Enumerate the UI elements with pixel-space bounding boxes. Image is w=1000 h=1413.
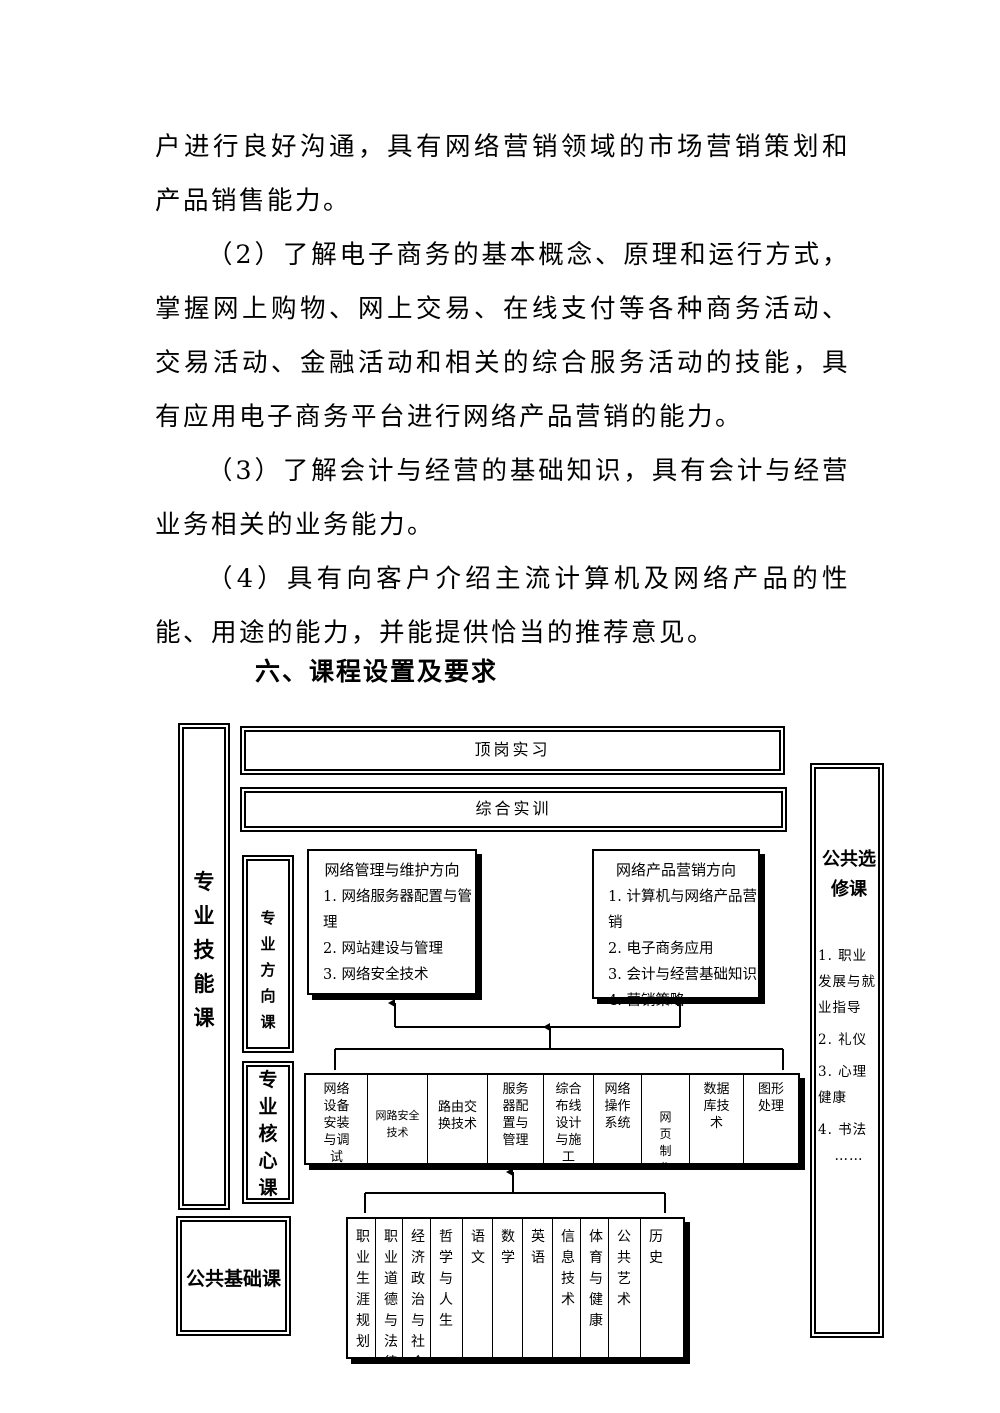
paragraph-continuation: 户进行良好沟通，具有网络营销领域的市场营销策划和产品销售能力。: [155, 132, 850, 216]
paragraph-item-3: （3）了解会计与经营的基础知识，具有会计与经营业务相关的业务能力。: [155, 456, 850, 540]
basic-courses-row: 职业生涯规划 职业道德与法律 经济政治与社会 哲学与人生 语文 数学 英语 信息…: [346, 1217, 685, 1359]
network-marketing-course: 3. 会计与经营基础知识: [608, 967, 757, 983]
core-course-cell: 网络操作系统: [594, 1075, 642, 1163]
comprehensive-training-label: 综合实训: [475, 799, 552, 818]
network-marketing-course: 1. 计算机与网络产品营销: [608, 889, 757, 931]
basic-course-cell: 公共艺术: [609, 1219, 641, 1357]
public-elective-title: 公共选修课: [822, 849, 876, 900]
paragraph-item-2: （2）了解电子商务的基本概念、原理和运行方式，掌握网上购物、网上交易、在线支付等…: [155, 240, 850, 432]
basic-course-cell: 历史: [649, 1229, 663, 1266]
core-course-cell: 综合布线设计与施工: [544, 1075, 594, 1163]
network-marketing-course: 2. 电子商务应用: [608, 941, 714, 957]
direction-courses-box: 专业方向课: [242, 855, 294, 1053]
core-course-cell: 网路安全技术: [368, 1075, 428, 1163]
professional-skills-label: 专业技能课: [193, 870, 215, 1030]
network-management-course: 1. 网络服务器配置与管理: [323, 889, 472, 931]
basic-course-cell: 语文: [463, 1219, 493, 1357]
basic-course-cell: 经济政治与社会: [403, 1219, 431, 1357]
core-course-cell: 网络设备安装与调试: [306, 1075, 368, 1163]
network-management-course: 2. 网站建设与管理: [323, 941, 443, 957]
basic-course-cell: 职业道德与法律: [376, 1219, 403, 1357]
professional-skills-box: 专业技能课: [178, 723, 230, 1210]
public-elective-box: 公共选修课 1. 职业发展与就业指导 2. 礼仪 3. 心理健康 4. 书法 ……: [810, 763, 884, 1338]
core-courses-label: 专业核心课: [258, 1069, 278, 1199]
core-course-cell: 网页制作: [642, 1075, 690, 1163]
network-management-direction-box: 网络管理与维护方向 1. 网络服务器配置与管理 2. 网站建设与管理 3. 网络…: [307, 849, 477, 995]
network-management-course: 3. 网络安全技术: [323, 967, 429, 983]
network-marketing-direction-box: 网络产品营销方向 1. 计算机与网络产品营销 2. 电子商务应用 3. 会计与经…: [592, 849, 760, 1009]
internship-box: 顶岗实习: [240, 726, 785, 775]
public-elective-list: 1. 职业发展与就业指导 2. 礼仪 3. 心理健康 4. 书法 ……: [818, 943, 880, 1169]
public-basic-label: 公共基础课: [185, 1268, 281, 1290]
comprehensive-training-box: 综合实训: [240, 787, 787, 832]
core-course-cell: 图形处理: [757, 1082, 784, 1114]
elective-item: 1. 职业发展与就业指导: [818, 948, 876, 1016]
core-course-cell: 数据库技术: [690, 1075, 744, 1163]
basic-course-cell: 信息技术: [553, 1219, 581, 1357]
network-marketing-direction-title: 网络产品营销方向: [615, 861, 736, 879]
paragraph-item-4: （4）具有向客户介绍主流计算机及网络产品的性能、用途的能力，并能提供恰当的推荐意…: [155, 564, 850, 648]
public-basic-box: 公共基础课: [176, 1216, 291, 1336]
elective-item: 3. 心理健康: [818, 1064, 868, 1106]
elective-item: ……: [834, 1148, 864, 1164]
core-course-cell: 服务器配置与管理: [488, 1075, 544, 1163]
direction-courses-label: 专业方向课: [260, 909, 276, 1031]
internship-label: 顶岗实习: [474, 740, 551, 759]
core-courses-row: 网络设备安装与调试 网路安全技术 路由交换技术 服务器配置与管理 综合布线设计与…: [304, 1073, 800, 1165]
core-courses-label-box: 专业核心课: [242, 1061, 294, 1204]
basic-course-cell: 英语: [523, 1219, 553, 1357]
elective-item: 4. 书法: [818, 1122, 868, 1138]
elective-item: 2. 礼仪: [818, 1032, 868, 1048]
core-course-cell: 路由交换技术: [428, 1075, 488, 1163]
section-heading: 六、课程设置及要求: [255, 657, 499, 686]
network-management-direction-title: 网络管理与维护方向: [324, 861, 460, 879]
basic-course-cell: 职业生涯规划: [348, 1219, 376, 1357]
basic-course-cell: 数学: [493, 1219, 523, 1357]
basic-course-cell: 体育与健康: [581, 1219, 609, 1357]
basic-course-cell: 哲学与人生: [431, 1219, 463, 1357]
network-marketing-course: 4. 营销策略: [608, 993, 685, 1009]
